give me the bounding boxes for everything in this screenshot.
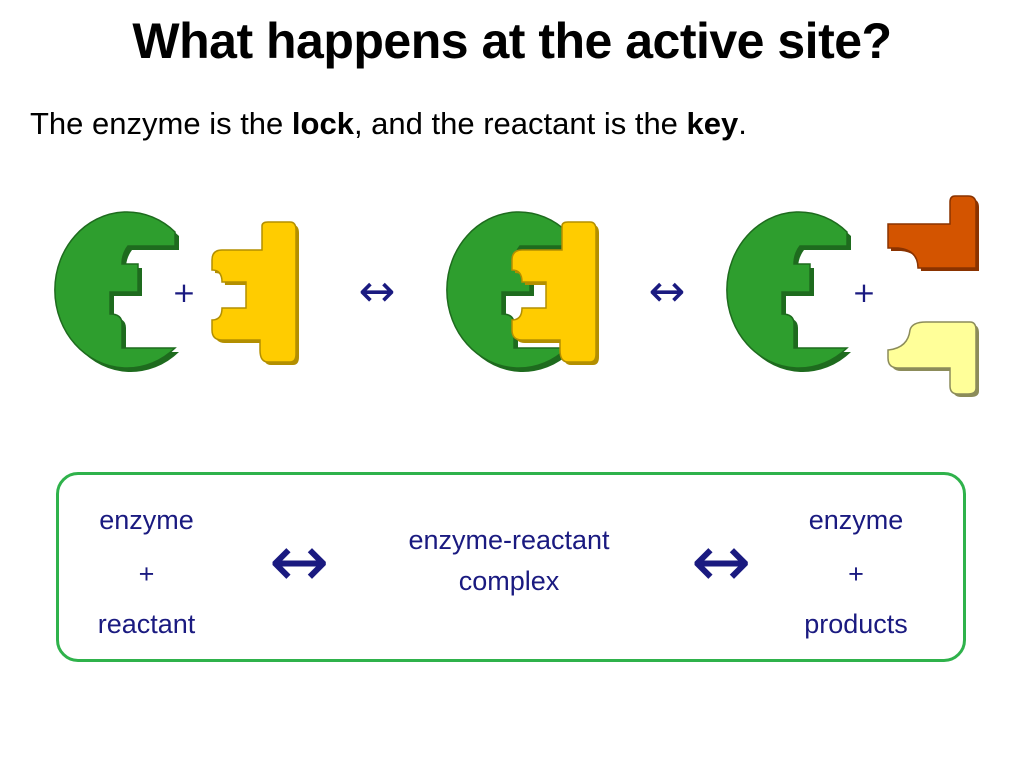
- summary-right-plus: +: [848, 559, 864, 589]
- subtitle-bold-lock: lock: [291, 106, 354, 141]
- summary-arrow-left: ↔: [269, 519, 330, 603]
- enzyme-2: [726, 211, 851, 372]
- subtitle-text-1: The enzyme is the: [30, 106, 292, 141]
- enzyme-1: [54, 211, 179, 372]
- subtitle-bold-key: key: [686, 106, 739, 141]
- lock-and-key-diagram: + ↔ ↔ +: [54, 195, 979, 397]
- summary-left-line3: reactant: [97, 609, 196, 639]
- summary-right-line1: enzyme: [808, 505, 904, 535]
- summary-arrow-right: ↔: [691, 519, 752, 603]
- summary-left-line1: enzyme: [99, 505, 194, 535]
- enzyme-reactant-complex: [446, 211, 599, 372]
- summary-left-plus: +: [138, 559, 155, 589]
- subtitle-text-2: , and the reactant is the: [353, 106, 687, 141]
- summary-box: enzyme + reactant ↔ enzyme-reactant comp…: [56, 472, 966, 662]
- product-2: [887, 321, 979, 397]
- summary-right-line3: products: [804, 609, 908, 639]
- equilibrium-arrow-2: ↔: [649, 266, 686, 317]
- equilibrium-arrow-1: ↔: [359, 266, 396, 317]
- summary-middle-line1: enzyme-reactant: [408, 525, 610, 555]
- reactant-1: [211, 221, 299, 365]
- subtitle-text-3: .: [738, 106, 747, 141]
- product-1: [887, 195, 979, 271]
- summary-middle-line2: complex: [458, 566, 560, 596]
- slide-title: What happens at the active site?: [132, 13, 892, 69]
- plus-sign-2: +: [852, 276, 875, 309]
- plus-sign-1: +: [172, 276, 195, 309]
- slide-subtitle: The enzyme is the lock, and the reactant…: [30, 106, 747, 142]
